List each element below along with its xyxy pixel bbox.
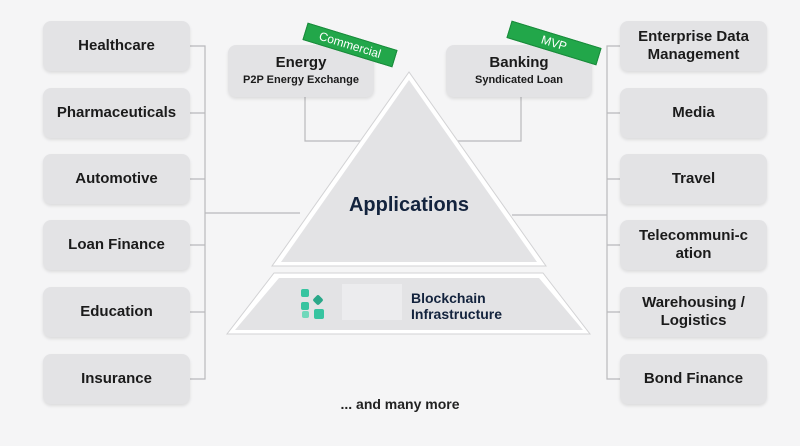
right-item-bond-finance: Bond Finance (620, 354, 767, 404)
right-item-enterprise-data-management: Enterprise Data Management (620, 21, 767, 71)
left-item-label: Education (80, 303, 153, 320)
banking-subtitle: Syndicated Loan (474, 73, 564, 86)
energy-title: Energy (275, 53, 327, 71)
logo-panel (342, 284, 402, 320)
left-bracket-ticks (190, 112, 205, 313)
left-item-label: Healthcare (78, 37, 155, 54)
right-bracket-line (606, 45, 620, 380)
blockchain-trapezoid (235, 278, 583, 330)
left-item-automotive: Automotive (43, 154, 190, 204)
right-bracket-ticks (607, 112, 620, 313)
right-item-label: Enterprise Data Management (638, 28, 749, 63)
left-item-label: Insurance (81, 370, 152, 387)
left-item-label: Pharmaceuticals (56, 104, 177, 121)
applications-triangle (281, 80, 537, 262)
energy-connector (304, 97, 373, 142)
connector-lines (190, 45, 620, 380)
right-item-travel: Travel (620, 154, 767, 204)
and-many-more-text: ... and many more (340, 396, 460, 412)
applications-label: Applications (348, 194, 469, 216)
right-item-label: Bond Finance (643, 370, 744, 387)
left-item-pharmaceuticals: Pharmaceuticals (43, 88, 190, 138)
right-item-label: Telecommuni-cation (639, 227, 748, 262)
banking-connector (445, 97, 522, 142)
left-item-label: Loan Finance (68, 236, 165, 253)
blockchain-label-line1: Blockchain (411, 290, 486, 306)
left-item-loan-finance: Loan Finance (43, 220, 190, 270)
right-item-label: Warehousing / Logistics (642, 294, 745, 329)
blockchain-logo-icon (301, 289, 324, 319)
right-item-label: Travel (671, 170, 716, 187)
energy-subtitle: P2P Energy Exchange (243, 73, 359, 86)
left-bracket-line (190, 45, 206, 380)
left-item-insurance: Insurance (43, 354, 190, 404)
right-item-media: Media (620, 88, 767, 138)
blockchain-infrastructure-label: Blockchain Infrastructure (411, 290, 502, 322)
right-item-telecommunication: Telecommuni-cation (620, 220, 767, 270)
blockchain-label-line2: Infrastructure (411, 306, 503, 322)
right-item-warehousing-logistics: Warehousing / Logistics (620, 287, 767, 337)
right-item-label: Media (672, 104, 715, 121)
left-item-label: Automotive (75, 170, 158, 187)
banking-title: Banking (489, 53, 549, 71)
left-item-healthcare: Healthcare (43, 21, 190, 71)
left-item-education: Education (43, 287, 190, 337)
